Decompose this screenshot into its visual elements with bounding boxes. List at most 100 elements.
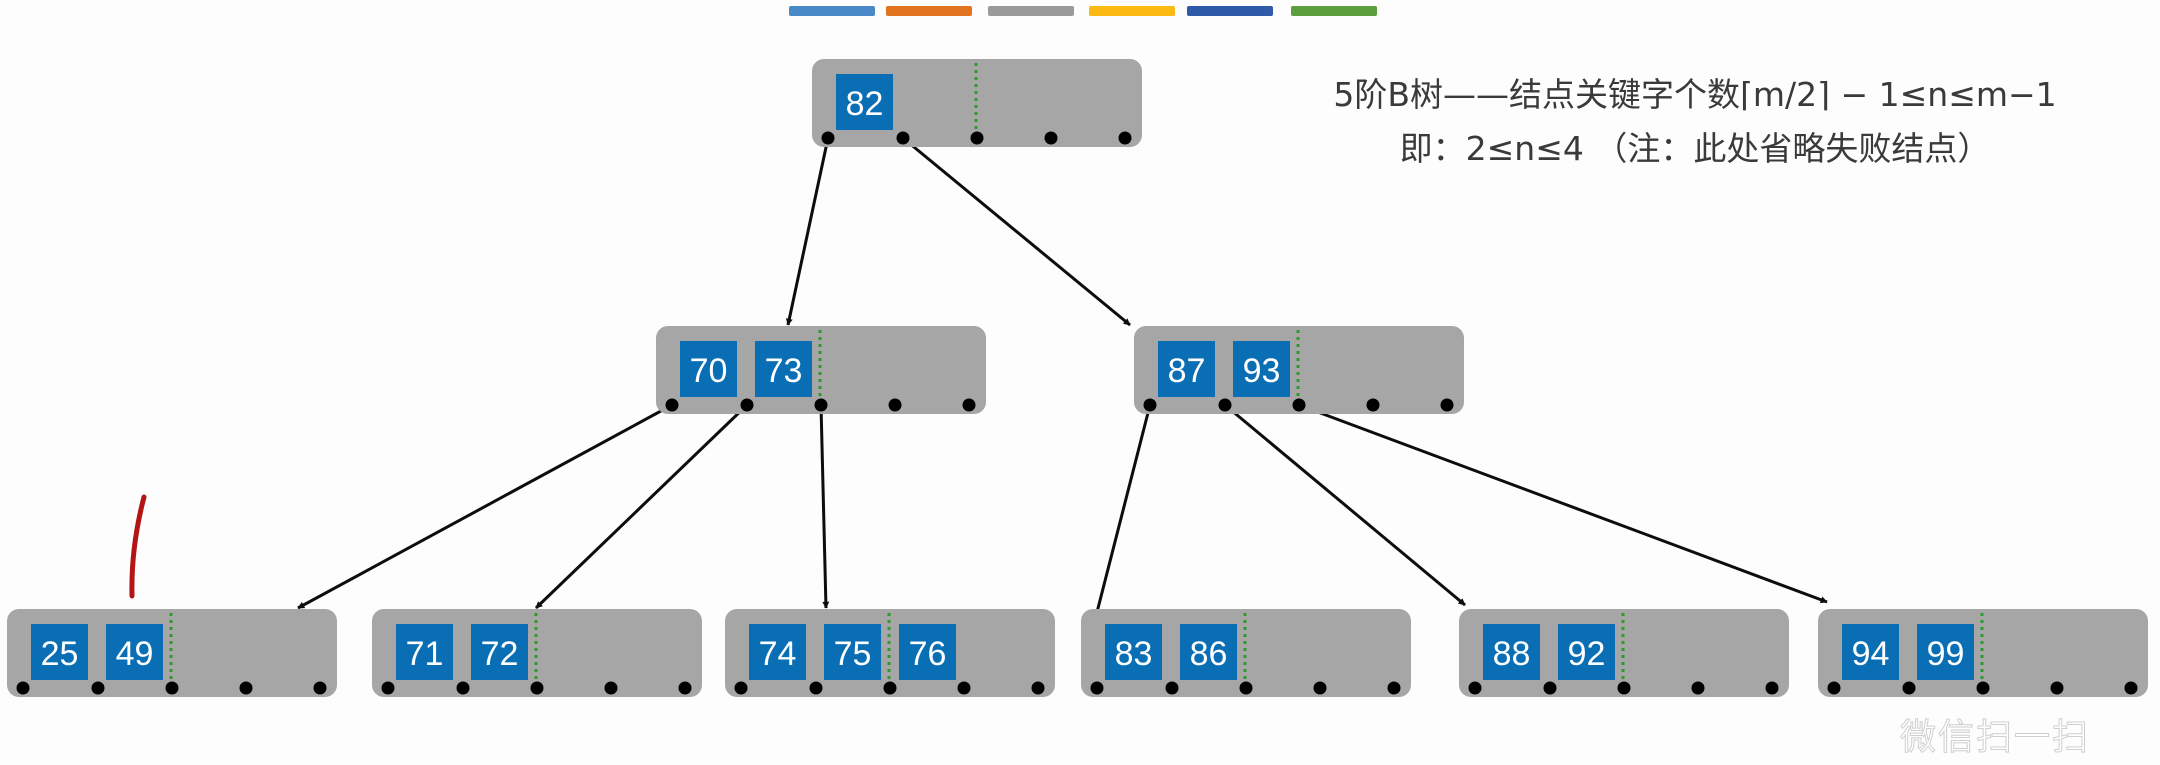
- parent-child-arrow: [902, 136, 1131, 327]
- child-pointer-dot: [1090, 681, 1104, 695]
- child-pointer-dot: [1617, 681, 1631, 695]
- legend-swatch: [789, 6, 875, 16]
- legend-swatch: [1187, 6, 1273, 16]
- child-pointer-dot: [734, 681, 748, 695]
- child-pointer-dot: [678, 681, 692, 695]
- key-value: 94: [1852, 635, 1890, 673]
- child-pointer-dot: [1239, 681, 1253, 695]
- child-pointer-dot: [896, 131, 910, 145]
- node-box: [7, 609, 337, 697]
- child-pointer-dot: [2050, 681, 2064, 695]
- key-value: 25: [41, 635, 79, 673]
- btree-node: 70 73: [656, 326, 986, 414]
- child-pointer-dot: [604, 681, 618, 695]
- key-cell: [1180, 624, 1237, 680]
- node-box: [725, 609, 1055, 697]
- legend-swatch: [1291, 6, 1377, 16]
- parent-child-arrow: [1298, 403, 1828, 604]
- key-cell: [899, 624, 956, 680]
- key-value: 93: [1243, 352, 1281, 390]
- child-pointer-dot: [165, 681, 179, 695]
- node-box: [1818, 609, 2148, 697]
- node-box: [372, 609, 702, 697]
- key-cell: [1483, 624, 1540, 680]
- child-pointer-dot: [1165, 681, 1179, 695]
- child-pointer-dot: [16, 681, 30, 695]
- child-pointer-dot: [665, 398, 679, 412]
- key-value: 49: [116, 635, 154, 673]
- child-pointer-dot: [1031, 681, 1045, 695]
- child-pointer-dot: [456, 681, 470, 695]
- child-pointer-dot: [888, 398, 902, 412]
- child-pointer-dot: [1218, 398, 1232, 412]
- node-box: [1081, 609, 1411, 697]
- child-pointer-dot: [970, 131, 984, 145]
- btree-node: 82: [812, 59, 1142, 147]
- key-cell: [755, 341, 812, 397]
- key-cell: [1842, 624, 1899, 680]
- legend-swatch: [988, 6, 1074, 16]
- color-legend-strip: [789, 6, 1377, 16]
- child-pointer-dot: [883, 681, 897, 695]
- key-cell: [396, 624, 453, 680]
- child-pointer-dot: [2124, 681, 2138, 695]
- key-value: 74: [759, 635, 797, 673]
- parent-child-arrow: [1093, 404, 1152, 621]
- child-pointer-dot: [1902, 681, 1916, 695]
- child-pointer-dot: [1143, 398, 1157, 412]
- child-pointer-dot: [1044, 131, 1058, 145]
- key-value: 72: [481, 635, 519, 673]
- child-pointer-dot: [1118, 131, 1132, 145]
- legend-swatch: [1089, 6, 1175, 16]
- parent-child-arrow: [534, 403, 749, 610]
- legend-swatch: [886, 6, 972, 16]
- node-box: [812, 59, 1142, 147]
- child-pointer-dot: [1691, 681, 1705, 695]
- child-pointer-dot: [1468, 681, 1482, 695]
- node-box: [656, 326, 986, 414]
- caption-line-1: 5阶B树——结点关键字个数⌈m/2⌉ − 1≤n≤m−1: [1333, 75, 2057, 114]
- key-value: 70: [690, 352, 728, 390]
- child-pointer-dot: [1543, 681, 1557, 695]
- key-value: 71: [406, 635, 444, 673]
- child-pointer-dot: [313, 681, 327, 695]
- key-cell: [1105, 624, 1162, 680]
- key-cell: [1158, 341, 1215, 397]
- key-cell: [749, 624, 806, 680]
- child-pointer-dot: [91, 681, 105, 695]
- key-value: 92: [1568, 635, 1606, 673]
- child-pointer-dot: [530, 681, 544, 695]
- key-cell: [106, 624, 163, 680]
- key-cell: [680, 341, 737, 397]
- node-box: [1459, 609, 1789, 697]
- key-value: 83: [1115, 635, 1153, 673]
- child-pointer-dot: [1827, 681, 1841, 695]
- child-pointer-dot: [1387, 681, 1401, 695]
- child-pointer-dot: [740, 398, 754, 412]
- child-pointer-dot: [381, 681, 395, 695]
- key-cell: [836, 74, 893, 130]
- key-value: 73: [765, 352, 803, 390]
- parent-child-arrow: [785, 137, 830, 326]
- key-cell: [1917, 624, 1974, 680]
- btree-node: 83 86: [1081, 609, 1411, 697]
- child-pointer-dot: [821, 131, 835, 145]
- key-cell: [824, 624, 881, 680]
- tree-edges: [297, 136, 1828, 621]
- child-pointer-dot: [1976, 681, 1990, 695]
- child-pointer-dot: [957, 681, 971, 695]
- child-pointer-dot: [1765, 681, 1779, 695]
- child-pointer-dot: [1440, 398, 1454, 412]
- parent-child-arrow: [297, 403, 673, 610]
- key-value: 75: [834, 635, 872, 673]
- key-cell: [31, 624, 88, 680]
- child-pointer-dot: [239, 681, 253, 695]
- key-value: 86: [1190, 635, 1228, 673]
- child-pointer-dot: [814, 398, 828, 412]
- key-cell: [471, 624, 528, 680]
